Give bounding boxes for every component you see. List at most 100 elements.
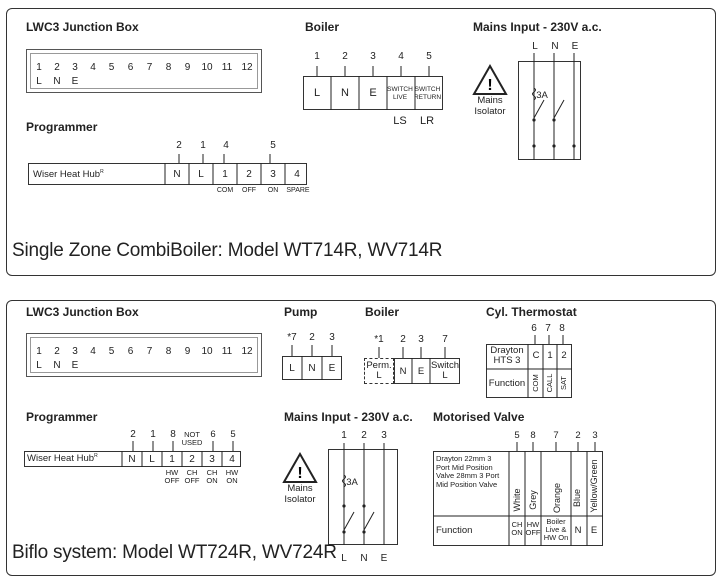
jb-num: 2 [54, 346, 60, 357]
bottom-mains-isolator-box [328, 449, 398, 545]
fuse-label: 3A [536, 90, 548, 101]
terminal-number: 5 [426, 51, 432, 62]
pump-terminal: N [308, 363, 316, 374]
pump-terminal-block [282, 356, 342, 380]
top-mains-letters: L N E [525, 41, 585, 52]
jb-num: 7 [146, 62, 153, 73]
prog-terminal: N [128, 454, 136, 465]
prog-function: CH ON [206, 468, 218, 485]
bottom-junction-letters: L N E [30, 360, 84, 371]
jb-letter: L [36, 360, 42, 371]
mains-letter: E [571, 41, 579, 52]
bottom-junction-title: LWC3 Junction Box [26, 305, 139, 319]
bottom-programmer-terminals: N L 1 2 3 4 [122, 454, 242, 465]
jb-num: 3 [72, 346, 78, 357]
top-footer-title: Single Zone CombiBoiler: Model WT714R, W… [12, 240, 443, 261]
pump-terminal: E [328, 363, 336, 374]
top-mains-title: Mains Input - 230V a.c. [473, 20, 602, 34]
jb-num: 8 [165, 346, 172, 357]
valve-function-label: Function [436, 525, 473, 536]
top-boiler-terminal-block [303, 76, 443, 110]
jb-letter: E [71, 360, 79, 371]
cyl-num: 8 [559, 323, 565, 334]
bottom-footer-title: Biflo system: Model WT724R, WV724R [12, 542, 337, 563]
mains-letter: N [360, 553, 368, 564]
cyl-terminal: 2 [561, 350, 567, 361]
jb-letter: N [53, 360, 61, 371]
prog-num: 1 [200, 140, 206, 151]
bottom-mains-letters: L N E [334, 553, 394, 564]
pump-numbers: *7 2 3 [282, 332, 342, 343]
top-programmer-block [28, 163, 307, 185]
prog-function: CH OFF [184, 468, 200, 485]
prog-terminal: 2 [189, 454, 195, 465]
valve-function: N [574, 525, 582, 536]
prog-num: 6 [210, 429, 216, 440]
jb-num: 9 [184, 62, 191, 73]
mains-letter: N [551, 41, 559, 52]
programmer-device: Wiser Heat HubR [33, 169, 104, 181]
warning-icon: ! [472, 63, 508, 96]
prog-terminal: 4 [229, 454, 235, 465]
pump-num: 3 [329, 332, 335, 343]
isolator-label: Mains Isolator [474, 95, 506, 117]
terminal-number: 1 [314, 51, 320, 62]
warning-icon: ! [282, 451, 318, 484]
ls-label: LS [393, 115, 407, 127]
cyl-function-label: Function [488, 378, 526, 389]
bottom-junction-numbers: 1 2 3 4 5 6 7 8 9 10 11 12 [30, 346, 257, 357]
top-programmer-title: Programmer [26, 120, 98, 134]
jb-num: 3 [72, 62, 78, 73]
jb-letter: N [53, 76, 61, 87]
switch-l-label: Switch L [431, 360, 459, 381]
top-junction-letters: L N E [30, 76, 84, 87]
boiler-perm-l [364, 358, 394, 384]
top-programmer-numbers: 2 1 4 5 [167, 140, 285, 151]
svg-text:!: ! [487, 77, 492, 94]
pump-title: Pump [284, 305, 318, 319]
single-zone-panel [6, 8, 716, 276]
cyl-terminal: C [532, 350, 540, 361]
boiler-num: 2 [400, 334, 406, 345]
mains-num: 2 [361, 430, 367, 441]
boiler-terminal: E [417, 366, 425, 377]
boiler-terminal: E [369, 87, 377, 99]
valve-num: 8 [530, 430, 536, 441]
prog-terminal: 4 [294, 169, 300, 180]
boiler-terminal: N [341, 87, 349, 99]
valve-title: Motorised Valve [433, 410, 525, 424]
mains-letter: L [341, 553, 347, 564]
cyl-thermostat-title: Cyl. Thermostat [486, 305, 577, 319]
top-programmer-functions: COM OFF ON SPARE [213, 187, 311, 194]
cyl-device: Drayton HTS 3 [490, 345, 524, 366]
programmer-device: Wiser Heat HubR [27, 453, 98, 465]
valve-device: Drayton 22mm 3 Port Mid Position Valve 2… [436, 454, 500, 489]
jb-num: 11 [221, 62, 233, 73]
switch-return-label: SWITCH RETURN [413, 86, 442, 101]
prog-terminal: L [149, 454, 155, 465]
jb-num: 4 [90, 346, 96, 357]
mains-num: 3 [381, 430, 387, 441]
biflo-panel [6, 300, 716, 576]
top-boiler-numbers: 1 2 3 4 5 [303, 51, 443, 62]
bottom-junction-box [26, 333, 262, 377]
cyl-terminal: 1 [547, 350, 553, 361]
jb-num: 12 [241, 346, 253, 357]
boiler-terminal: N [399, 366, 407, 377]
prog-function: HW ON [225, 468, 239, 485]
jb-num: 9 [184, 346, 191, 357]
bottom-boiler-numbers: *1 2 3 7 [364, 334, 460, 345]
switch-live-label: SWITCH LIVE [387, 86, 413, 101]
jb-num: 10 [201, 62, 213, 73]
valve-function: HW OFF [525, 520, 541, 537]
prog-function: HW OFF [164, 468, 180, 485]
prog-terminal: L [198, 169, 204, 180]
valve-function: Boiler Live & HW On [543, 517, 569, 542]
valve-num: 7 [553, 430, 559, 441]
jb-num: 12 [241, 62, 253, 73]
valve-function: CH ON [511, 520, 523, 537]
jb-num: 7 [146, 346, 153, 357]
svg-text:!: ! [297, 465, 302, 482]
jb-num: 1 [36, 346, 42, 357]
